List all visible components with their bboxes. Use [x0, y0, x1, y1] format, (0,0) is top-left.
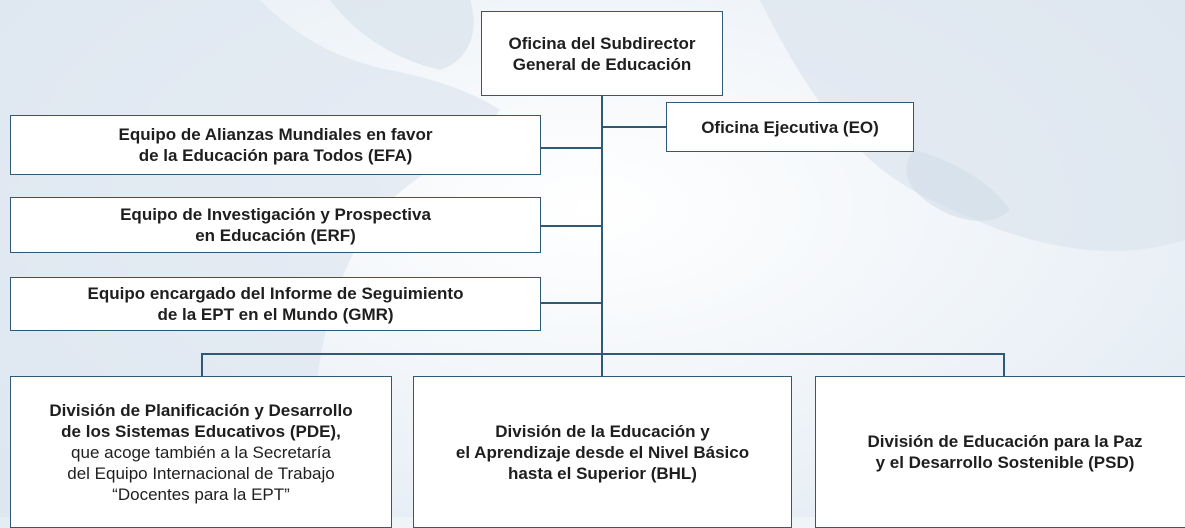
division-psd-line-2: y el Desarrollo Sostenible (PSD) [875, 453, 1135, 472]
division-pde-note-1: que acoge también a la Secretaría [71, 442, 331, 462]
connector-division-1 [201, 353, 203, 377]
team-gmr-line-1: Equipo encargado del Informe de Seguimie… [87, 284, 464, 303]
division-psd-line-1: División de Educación para la Paz [867, 432, 1143, 451]
division-bhl-line-1: División de la Educación y [495, 421, 710, 441]
subdirector-office-box: Oficina del Subdirector General de Educa… [481, 11, 723, 96]
team-erf-line-2: en Educación (ERF) [195, 226, 356, 245]
connector-team-2 [540, 225, 602, 227]
map-landmass-center [330, 0, 474, 70]
division-bhl-line-3: hasta el Superior (BHL) [508, 463, 697, 483]
division-box-bhl: División de la Educación y el Aprendizaj… [413, 376, 792, 528]
division-box-pde: División de Planificación y Desarrollo d… [10, 376, 392, 528]
division-pde-note-2: del Equipo Internacional de Trabajo [67, 463, 335, 483]
team-efa-line-2: de la Educación para Todos (EFA) [138, 146, 413, 165]
executive-office-label: Oficina Ejecutiva (EO) [701, 117, 879, 137]
connector-team-1 [540, 147, 602, 149]
division-pde-line-1: División de Planificación y Desarrollo [49, 400, 353, 420]
connector-main-vertical [601, 95, 603, 355]
division-box-psd: División de Educación para la Paz y el D… [815, 376, 1185, 528]
division-bhl-line-2: el Aprendizaje desde el Nivel Básico [455, 442, 750, 462]
team-gmr-line-2: de la EPT en el Mundo (GMR) [157, 305, 394, 324]
subdirector-office-line-2: General de Educación [512, 54, 692, 74]
connector-team-3 [540, 302, 602, 304]
connector-divisions-horizontal [201, 353, 1005, 355]
division-pde-note-3: “Docentes para la EPT” [112, 484, 290, 504]
map-island [906, 150, 1010, 221]
team-erf-line-1: Equipo de Investigación y Prospectiva [120, 205, 431, 224]
team-box-efa: Equipo de Alianzas Mundiales en favor de… [10, 115, 541, 175]
subdirector-office-line-1: Oficina del Subdirector [508, 33, 696, 53]
team-efa-line-1: Equipo de Alianzas Mundiales en favor [118, 125, 433, 144]
connector-division-3 [1003, 353, 1005, 377]
map-landmass-right [760, 0, 1185, 251]
division-pde-line-2: de los Sistemas Educativos (PDE), [61, 421, 341, 441]
team-box-gmr: Equipo encargado del Informe de Seguimie… [10, 277, 541, 331]
connector-division-2 [601, 353, 603, 377]
team-box-erf: Equipo de Investigación y Prospectiva en… [10, 197, 541, 253]
connector-exec-office [602, 126, 667, 128]
executive-office-box: Oficina Ejecutiva (EO) [666, 102, 914, 152]
